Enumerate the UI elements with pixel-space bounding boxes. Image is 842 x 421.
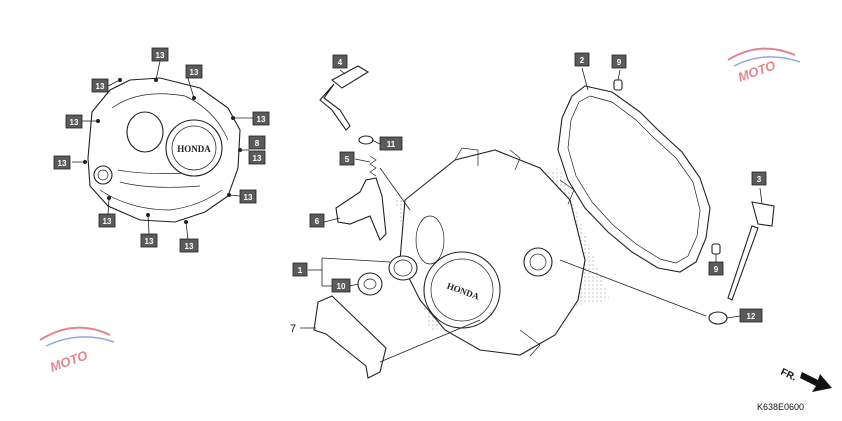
svg-text:13: 13 xyxy=(96,82,105,91)
callout-13: 13 xyxy=(91,78,109,93)
front-arrow-icon xyxy=(800,372,832,392)
diagram-code: K638E0600 xyxy=(757,402,804,412)
oil-seal-1 xyxy=(388,255,418,281)
svg-text:13: 13 xyxy=(156,51,165,60)
front-direction-label: FR. xyxy=(779,367,798,384)
main-cover: HONDA xyxy=(399,147,586,357)
dowel-pin-9 xyxy=(613,79,623,91)
svg-text:13: 13 xyxy=(58,159,67,168)
watermark-top-right: MOTO xyxy=(727,47,801,85)
callout-9: 9 xyxy=(708,261,724,276)
svg-text:13: 13 xyxy=(244,193,253,202)
front-direction-indicator: FR. xyxy=(779,367,832,392)
svg-text:13: 13 xyxy=(70,118,79,127)
svg-text:13: 13 xyxy=(190,68,199,77)
dipstick-3 xyxy=(727,201,775,301)
svg-text:2: 2 xyxy=(580,56,585,65)
watermark-bottom-left: MOTO xyxy=(39,326,115,375)
callout-9: 9 xyxy=(611,54,627,69)
o-ring-11 xyxy=(358,135,374,145)
svg-text:13: 13 xyxy=(185,242,194,251)
svg-text:8: 8 xyxy=(255,139,260,148)
honda-emblem: HONDA xyxy=(177,144,211,154)
svg-text:13: 13 xyxy=(103,217,112,226)
callout-13: 13 xyxy=(185,64,203,79)
leader-lines xyxy=(72,60,763,363)
svg-text:13: 13 xyxy=(253,154,262,163)
callout-10: 10 xyxy=(331,278,351,293)
outer-cover-assembly: HONDA xyxy=(83,77,242,224)
spring-5 xyxy=(369,155,377,177)
label-7: 7 xyxy=(290,323,296,335)
svg-text:3: 3 xyxy=(757,175,762,184)
guide-plate-7 xyxy=(313,295,387,379)
svg-text:5: 5 xyxy=(345,155,350,164)
callout-13: 13 xyxy=(248,150,266,165)
callout-13: 13 xyxy=(151,47,169,62)
svg-text:11: 11 xyxy=(387,140,396,149)
svg-text:13: 13 xyxy=(145,237,154,246)
svg-text:13: 13 xyxy=(257,115,266,124)
bearing-10 xyxy=(357,272,383,296)
callout-13: 13 xyxy=(53,155,71,170)
callout-4: 4 xyxy=(332,54,348,69)
callout-2: 2 xyxy=(574,52,590,67)
callout-13: 13 xyxy=(252,111,270,126)
gasket xyxy=(557,85,711,273)
svg-text:9: 9 xyxy=(714,265,719,274)
callout-13: 13 xyxy=(179,238,199,253)
callout-3: 3 xyxy=(751,171,767,186)
callout-13: 13 xyxy=(65,114,83,129)
watermark-text: MOTO xyxy=(48,347,90,374)
callout-13: 13 xyxy=(239,189,257,204)
callout-13: 13 xyxy=(140,233,158,248)
svg-text:4: 4 xyxy=(338,58,343,67)
callout-1: 1 xyxy=(292,262,308,277)
svg-text:10: 10 xyxy=(337,282,346,291)
callout-13: 13 xyxy=(98,213,116,228)
lever-4 xyxy=(319,65,370,131)
svg-text:9: 9 xyxy=(617,58,622,67)
svg-text:6: 6 xyxy=(315,217,320,226)
bracket-6 xyxy=(335,177,387,241)
o-ring-12 xyxy=(708,311,728,325)
callout-12: 12 xyxy=(739,308,763,323)
svg-text:1: 1 xyxy=(298,266,303,275)
callout-6: 6 xyxy=(309,213,325,228)
svg-text:12: 12 xyxy=(747,312,756,321)
callout-8: 8 xyxy=(248,135,266,150)
callout-11: 11 xyxy=(379,136,403,151)
callout-5: 5 xyxy=(339,151,355,166)
dowel-pin-9 xyxy=(711,243,721,255)
